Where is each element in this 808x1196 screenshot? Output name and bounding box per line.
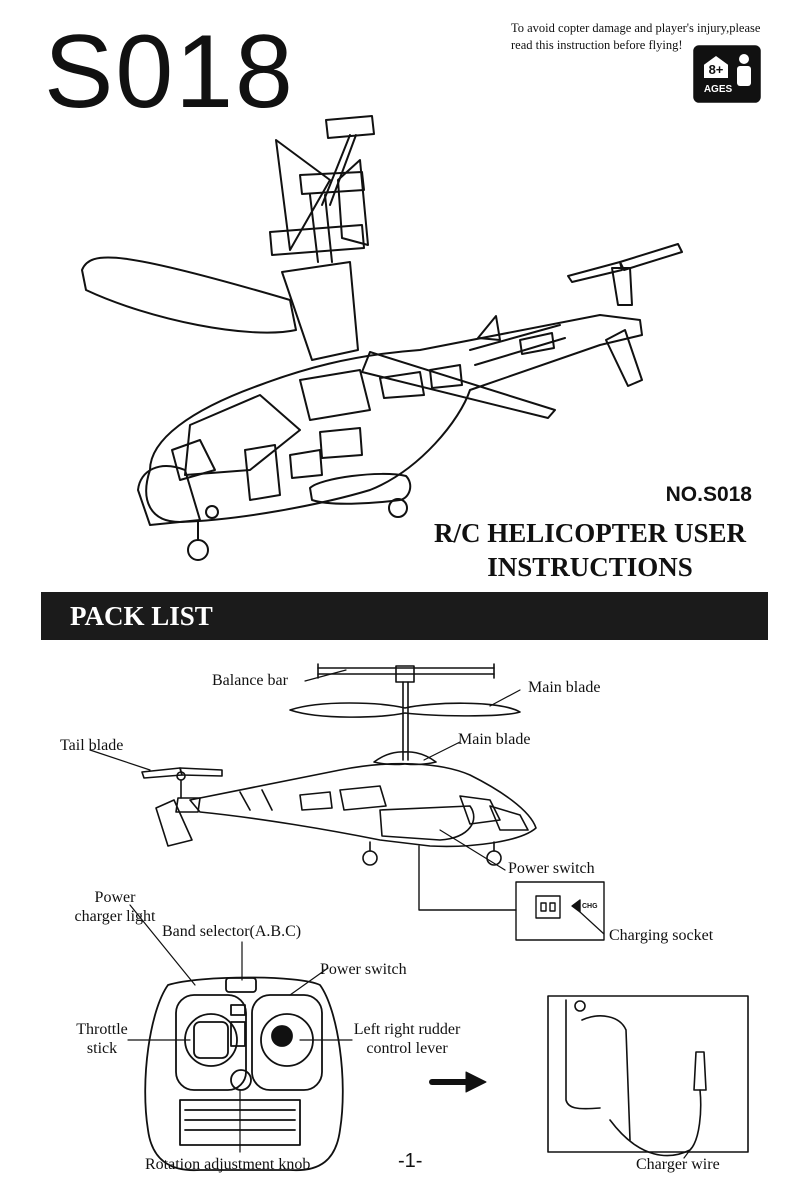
label-power-charger-light: Power charger light: [56, 888, 174, 926]
label-throttle-stick-line-2: stick: [86, 1040, 118, 1057]
model-number: NO.S018: [665, 483, 752, 506]
charging-socket-inset: [418, 845, 605, 941]
document-title-line-1: R/C HELICOPTER USER: [433, 518, 747, 548]
label-power-charger-light-line-1: Power: [94, 889, 136, 906]
label-rudder-control-lever-line-2: control lever: [366, 1040, 448, 1057]
model-title: S018: [44, 14, 295, 130]
arrow-right-icon: [429, 1071, 487, 1093]
pack-list-title: PACK LIST: [70, 601, 213, 631]
document-title: R/C HELICOPTER USER INSTRUCTIONS: [420, 516, 760, 584]
charging-closeup-diagram: [547, 995, 749, 1157]
label-rotation-adjustment-knob: Rotation adjustment knob: [145, 1156, 311, 1173]
label-rudder-control-lever: Left right rudder control lever: [345, 1020, 469, 1058]
child-figure-icon: [736, 54, 752, 88]
label-rudder-control-lever-line-1: Left right rudder: [353, 1021, 461, 1038]
chg-marking: CHG: [582, 903, 598, 910]
label-throttle-stick-line-1: Throttle: [76, 1021, 128, 1038]
label-charger-wire: Charger wire: [636, 1156, 720, 1173]
cover-helicopter-illustration: [81, 115, 683, 561]
label-balance-bar: Balance bar: [212, 672, 288, 689]
pack-list-header-bar: [41, 592, 768, 640]
transmitter-diagram: [144, 976, 344, 1172]
age-number: 8+: [704, 56, 728, 78]
label-power-charger-light-line-2: charger light: [74, 908, 156, 925]
label-tail-blade: Tail blade: [60, 737, 124, 754]
ages-caption: AGES: [703, 84, 733, 95]
safety-warning: To avoid copter damage and player's inju…: [511, 21, 761, 52]
page-number: -1-: [398, 1150, 423, 1172]
leader-lines: [89, 669, 691, 1159]
age-badge: 8+ AGES: [694, 46, 760, 102]
document-title-line-2: INSTRUCTIONS: [487, 552, 693, 582]
label-charging-socket: Charging socket: [609, 927, 714, 944]
label-band-selector: Band selector(A.B.C): [162, 923, 302, 940]
label-power-switch-heli: Power switch: [508, 860, 595, 877]
label-throttle-stick: Throttle stick: [70, 1020, 134, 1058]
label-power-switch-controller: Power switch: [320, 961, 407, 978]
label-main-blade-upper: Main blade: [528, 679, 601, 696]
label-main-blade-lower: Main blade: [458, 731, 531, 748]
pack-helicopter-diagram: [141, 663, 537, 866]
